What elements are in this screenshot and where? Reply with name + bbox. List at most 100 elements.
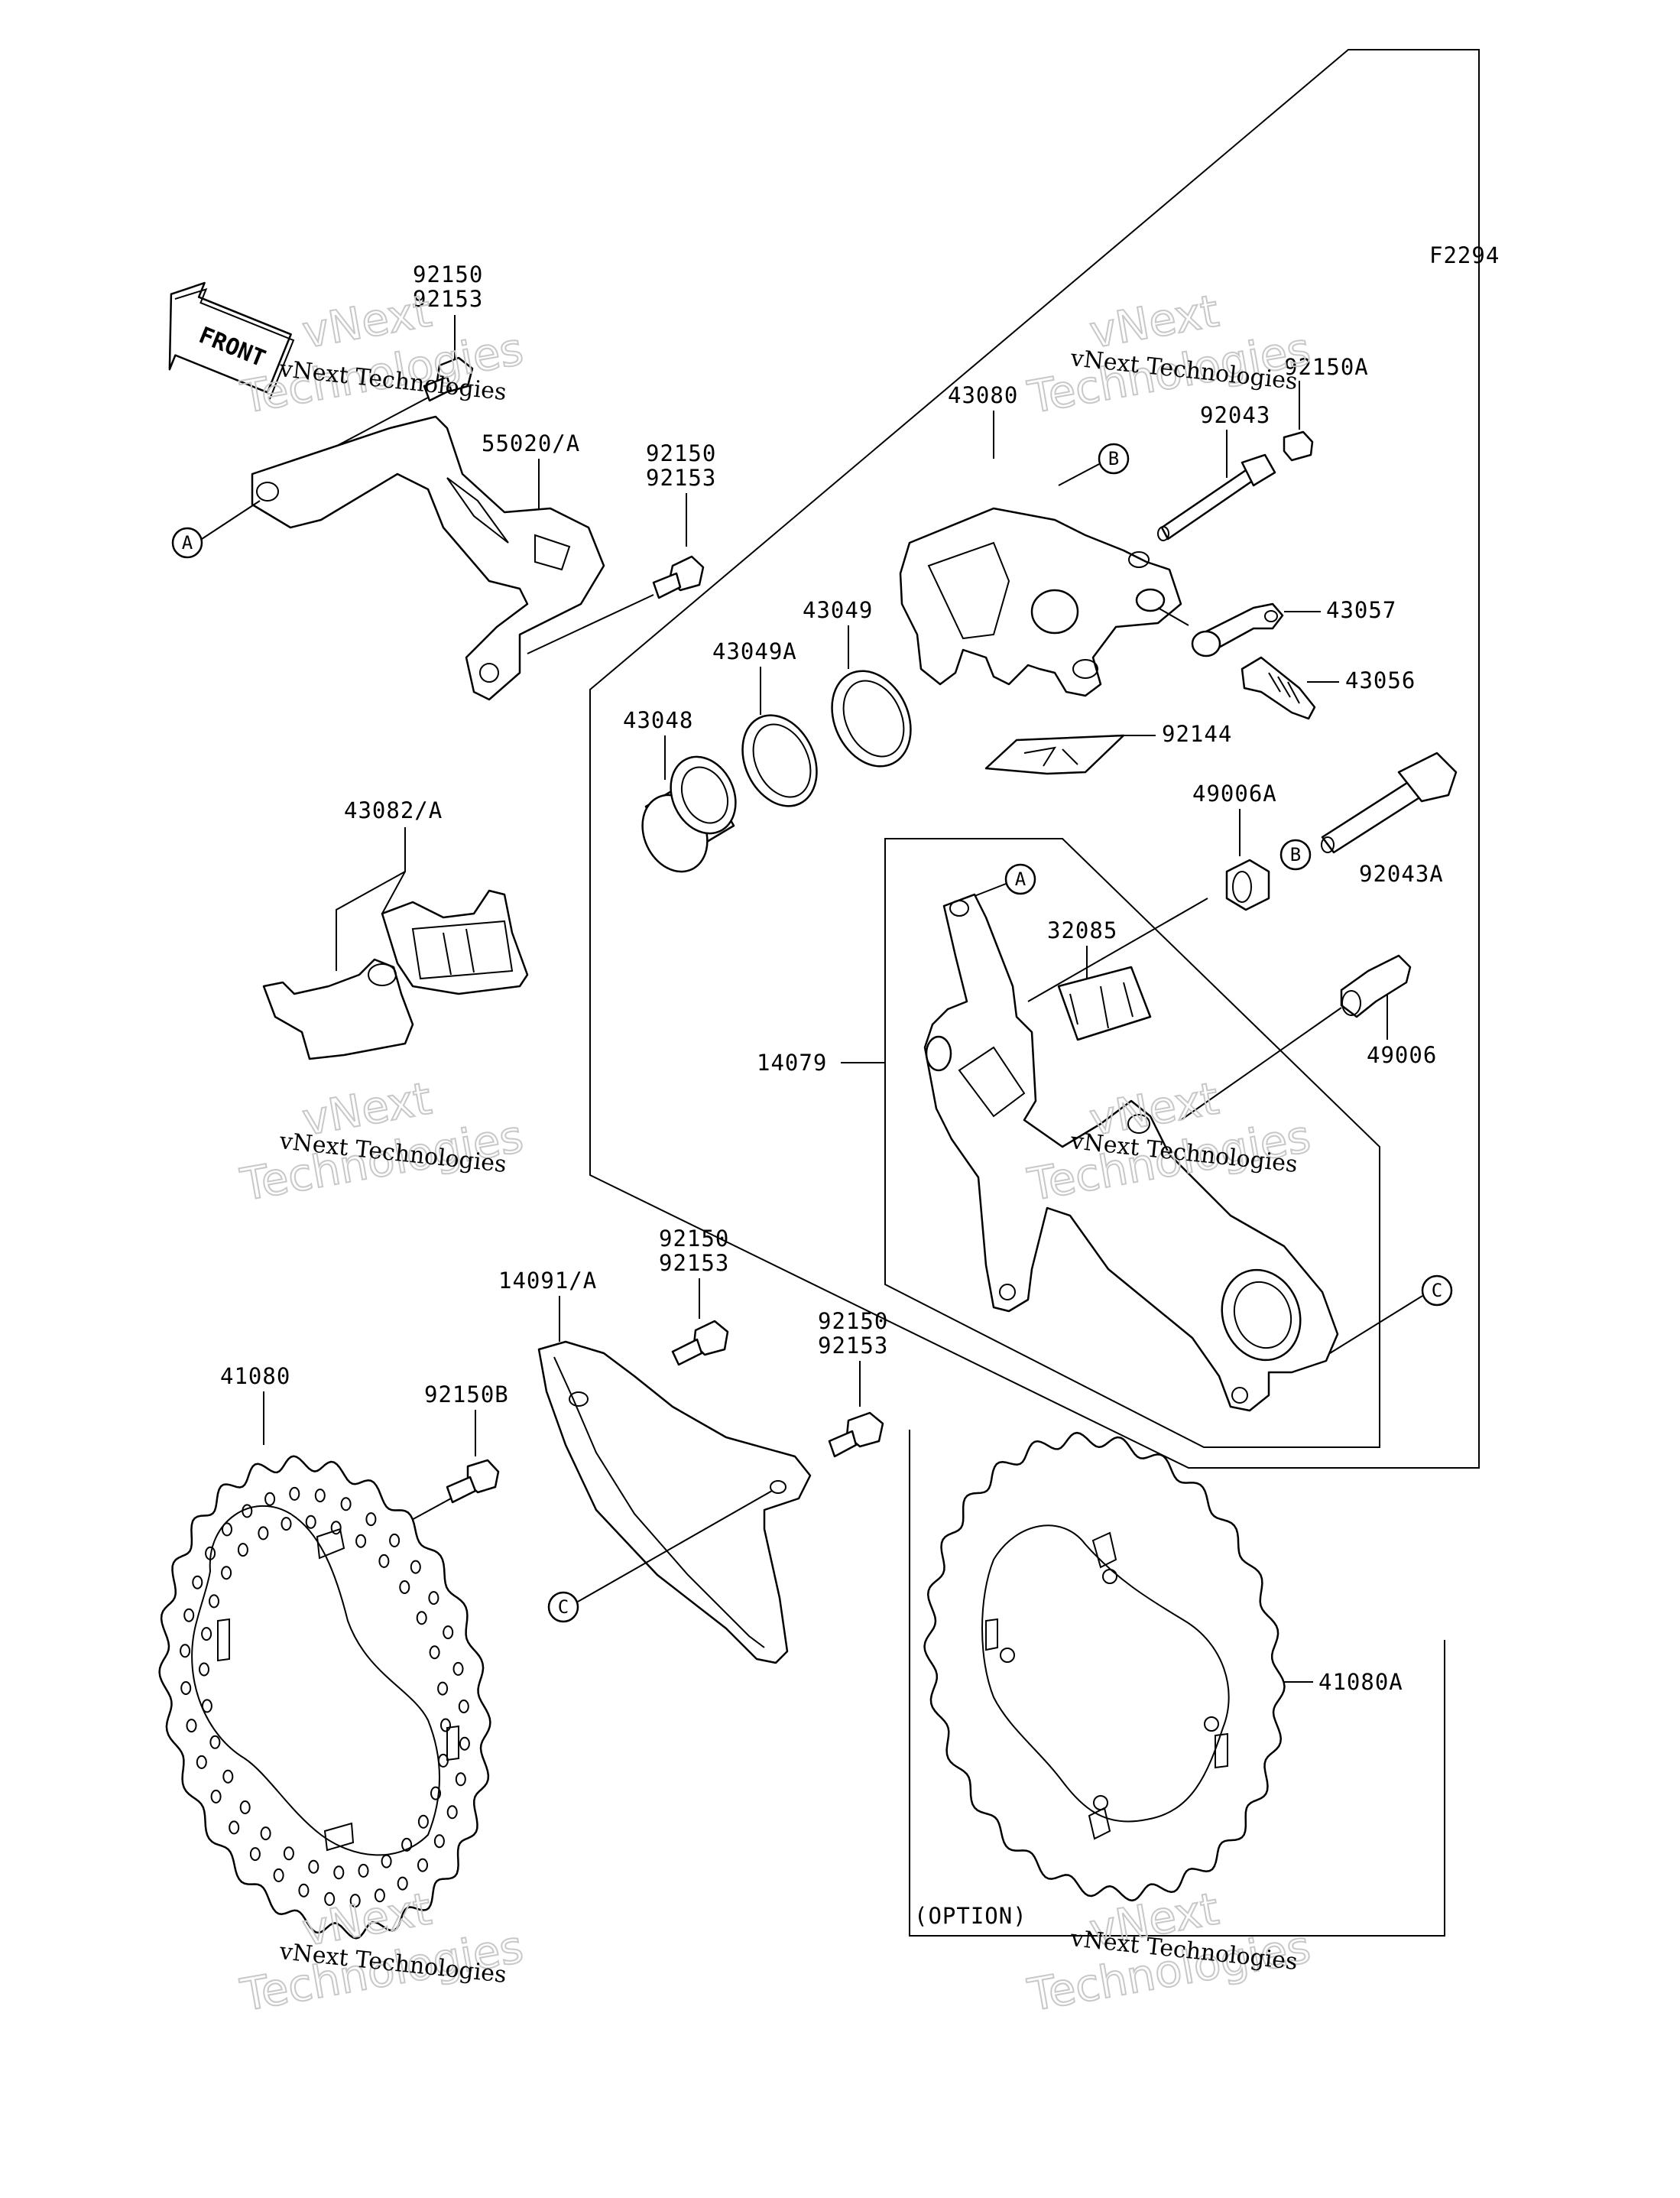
disc-hole — [355, 1534, 367, 1548]
caliper-bracket — [923, 893, 1339, 1412]
disc-hole — [378, 1554, 390, 1568]
watermark-2: vNext Technologies vNext Technologies — [1023, 284, 1315, 424]
leader-bolt-ml — [527, 594, 654, 654]
leader-callout-c-bracket — [1329, 1295, 1423, 1354]
disc-hole — [416, 1611, 427, 1625]
disc-hole — [324, 1891, 336, 1906]
disc-hole — [340, 1497, 352, 1511]
disc-hole — [446, 1805, 458, 1820]
label-43048: 43048 — [623, 707, 693, 733]
label-43082: 43082/A — [344, 797, 443, 823]
disc-hole — [440, 1718, 451, 1732]
disc-hole — [210, 1789, 222, 1804]
brake-pad-rear — [381, 889, 529, 995]
disc-hole — [183, 1608, 195, 1622]
piston-seal-outer — [831, 670, 912, 768]
label-43056: 43056 — [1345, 667, 1416, 693]
disc-hole — [437, 1681, 449, 1696]
label-43049a: 43049A — [712, 638, 797, 664]
disc-hole — [437, 1753, 449, 1768]
disc-hole — [417, 1858, 428, 1872]
disc-hole — [258, 1526, 269, 1541]
callout-c-bracket — [1421, 1274, 1453, 1307]
disc-hole — [273, 1868, 284, 1882]
watermark-4: vNext Technologies vNext Technologies — [1023, 1071, 1315, 1212]
brake-disc — [158, 1455, 491, 1940]
callout-b-right-text: B — [1290, 844, 1301, 865]
leader-callout-a-bracket — [974, 883, 1007, 897]
label-92153-tl: 92153 — [413, 286, 483, 312]
disc-hole — [209, 1735, 221, 1749]
label-92150-c2: 92150 — [818, 1308, 888, 1334]
callout-a-left-text: A — [182, 532, 193, 554]
disc-hole — [429, 1645, 440, 1660]
leader-boot-b — [1180, 1007, 1342, 1121]
disc-hole — [180, 1681, 192, 1695]
label-14079: 14079 — [757, 1050, 827, 1076]
bleeder-valve-icon — [1241, 656, 1316, 720]
disc-hole — [455, 1772, 466, 1787]
bolt-icon — [423, 356, 474, 402]
disc-hole — [209, 1594, 219, 1609]
label-49006: 49006 — [1367, 1042, 1437, 1068]
pin-boot-icon — [1225, 859, 1270, 911]
disc-hole — [180, 1644, 191, 1658]
bolt-icon — [828, 1411, 884, 1458]
disc-hole — [242, 1504, 253, 1518]
disc-hole — [443, 1625, 454, 1640]
disc-hole — [196, 1755, 207, 1769]
disc-hole — [417, 1814, 429, 1829]
disc-hole — [201, 1699, 212, 1713]
label-55020: 55020/A — [482, 430, 580, 456]
label-92150b: 92150B — [424, 1381, 509, 1407]
banjo-fitting-icon — [1191, 602, 1284, 657]
disc-hole — [365, 1512, 377, 1527]
disc-hole — [314, 1489, 326, 1503]
disc-hole — [433, 1834, 445, 1849]
disc-hole — [199, 1662, 209, 1677]
disc-hole — [358, 1863, 369, 1878]
disc-hole — [201, 1627, 212, 1641]
label-43080: 43080 — [948, 382, 1018, 408]
disc-hole — [281, 1517, 292, 1531]
leader-pin-hole — [1027, 898, 1208, 1002]
callout-b-right — [1279, 839, 1312, 871]
disc-hole — [239, 1800, 251, 1814]
callout-a-bracket-text: A — [1015, 868, 1026, 890]
callout-a-bracket — [1004, 863, 1036, 895]
option-label: (OPTION) — [914, 1903, 1027, 1929]
disc-hole — [221, 1566, 232, 1580]
disc-hole — [298, 1883, 310, 1898]
disc-hole — [401, 1837, 413, 1852]
label-92144: 92144 — [1162, 721, 1232, 747]
brake-disc-option — [923, 1431, 1286, 1902]
callout-c-guard — [547, 1591, 579, 1623]
brake-pedal-bracket — [251, 415, 605, 701]
disc-hole — [459, 1736, 470, 1751]
label-92150-c1: 92150 — [659, 1226, 729, 1252]
bolt-icon — [671, 1320, 729, 1366]
disc-hole — [260, 1826, 271, 1841]
label-92150a: 92150A — [1284, 354, 1369, 380]
disc-hole — [205, 1546, 216, 1560]
disc-hole — [389, 1533, 401, 1547]
caliper-pin-icon — [1157, 453, 1276, 541]
caliper-guard — [537, 1340, 812, 1664]
leader-callout-b-top — [1058, 463, 1100, 486]
disc-hole — [458, 1700, 469, 1713]
disc-hole — [397, 1876, 408, 1891]
piston-seal-inner — [741, 714, 818, 807]
label-41080: 41080 — [220, 1363, 290, 1389]
label-41080a: 41080A — [1318, 1669, 1403, 1695]
disc-hole — [399, 1580, 410, 1594]
brake-piston — [641, 755, 737, 873]
leader-disc-bolt — [408, 1498, 452, 1522]
disc-hole — [186, 1719, 197, 1733]
figure-code: F2294 — [1429, 242, 1500, 268]
caliper-assembly-outline — [589, 49, 1480, 1469]
bolt-icon — [652, 555, 705, 599]
label-14091: 14091/A — [498, 1268, 597, 1294]
label-92150-tl: 92150 — [413, 261, 483, 287]
brake-pad-front — [262, 958, 414, 1060]
